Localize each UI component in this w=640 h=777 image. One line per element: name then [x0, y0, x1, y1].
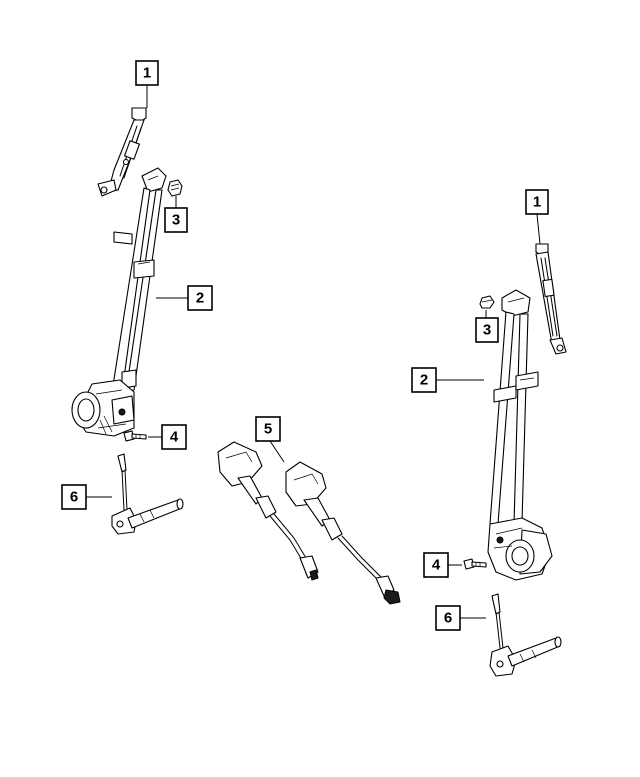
left-seat-belt-retractor	[71, 167, 167, 437]
right-seat-belt-retractor	[487, 289, 553, 581]
callout-3-left: 3	[164, 207, 188, 233]
callout-label: 1	[533, 194, 541, 211]
callout-label: 6	[444, 610, 452, 627]
callout-label: 5	[264, 421, 272, 438]
callout-label: 4	[432, 557, 441, 574]
left-bolt	[123, 430, 147, 442]
callout-label: 2	[196, 290, 204, 307]
buckle-assembly-left	[217, 441, 319, 581]
callout-label: 4	[170, 429, 179, 446]
callout-label: 3	[172, 212, 180, 229]
callout-label: 3	[483, 322, 491, 339]
callout-2-left: 2	[187, 285, 213, 311]
callout-2-right: 2	[411, 367, 437, 393]
leader-5	[269, 440, 285, 463]
callout-4-left: 4	[161, 424, 187, 450]
callout-label: 6	[70, 489, 78, 506]
callout-4-right: 4	[423, 552, 449, 578]
callout-3-right: 3	[475, 317, 499, 343]
right-bolt	[463, 558, 487, 570]
callout-6-left: 6	[61, 484, 87, 510]
callout-5: 5	[255, 416, 281, 442]
callout-label: 1	[143, 65, 151, 82]
left-anchor-nut	[167, 179, 183, 197]
callout-6-right: 6	[435, 605, 461, 631]
leader-1-right	[536, 213, 541, 245]
callout-label: 2	[420, 372, 428, 389]
left-height-adjuster	[97, 107, 147, 197]
right-anchor-nut	[479, 295, 495, 309]
right-height-adjuster	[535, 243, 567, 355]
buckle-assembly-right	[285, 461, 401, 605]
callout-1-right: 1	[525, 189, 549, 215]
left-seat-belt-buckle-anchor	[111, 453, 184, 535]
right-seat-belt-buckle-anchor	[489, 593, 562, 677]
callout-1-left: 1	[135, 60, 159, 86]
